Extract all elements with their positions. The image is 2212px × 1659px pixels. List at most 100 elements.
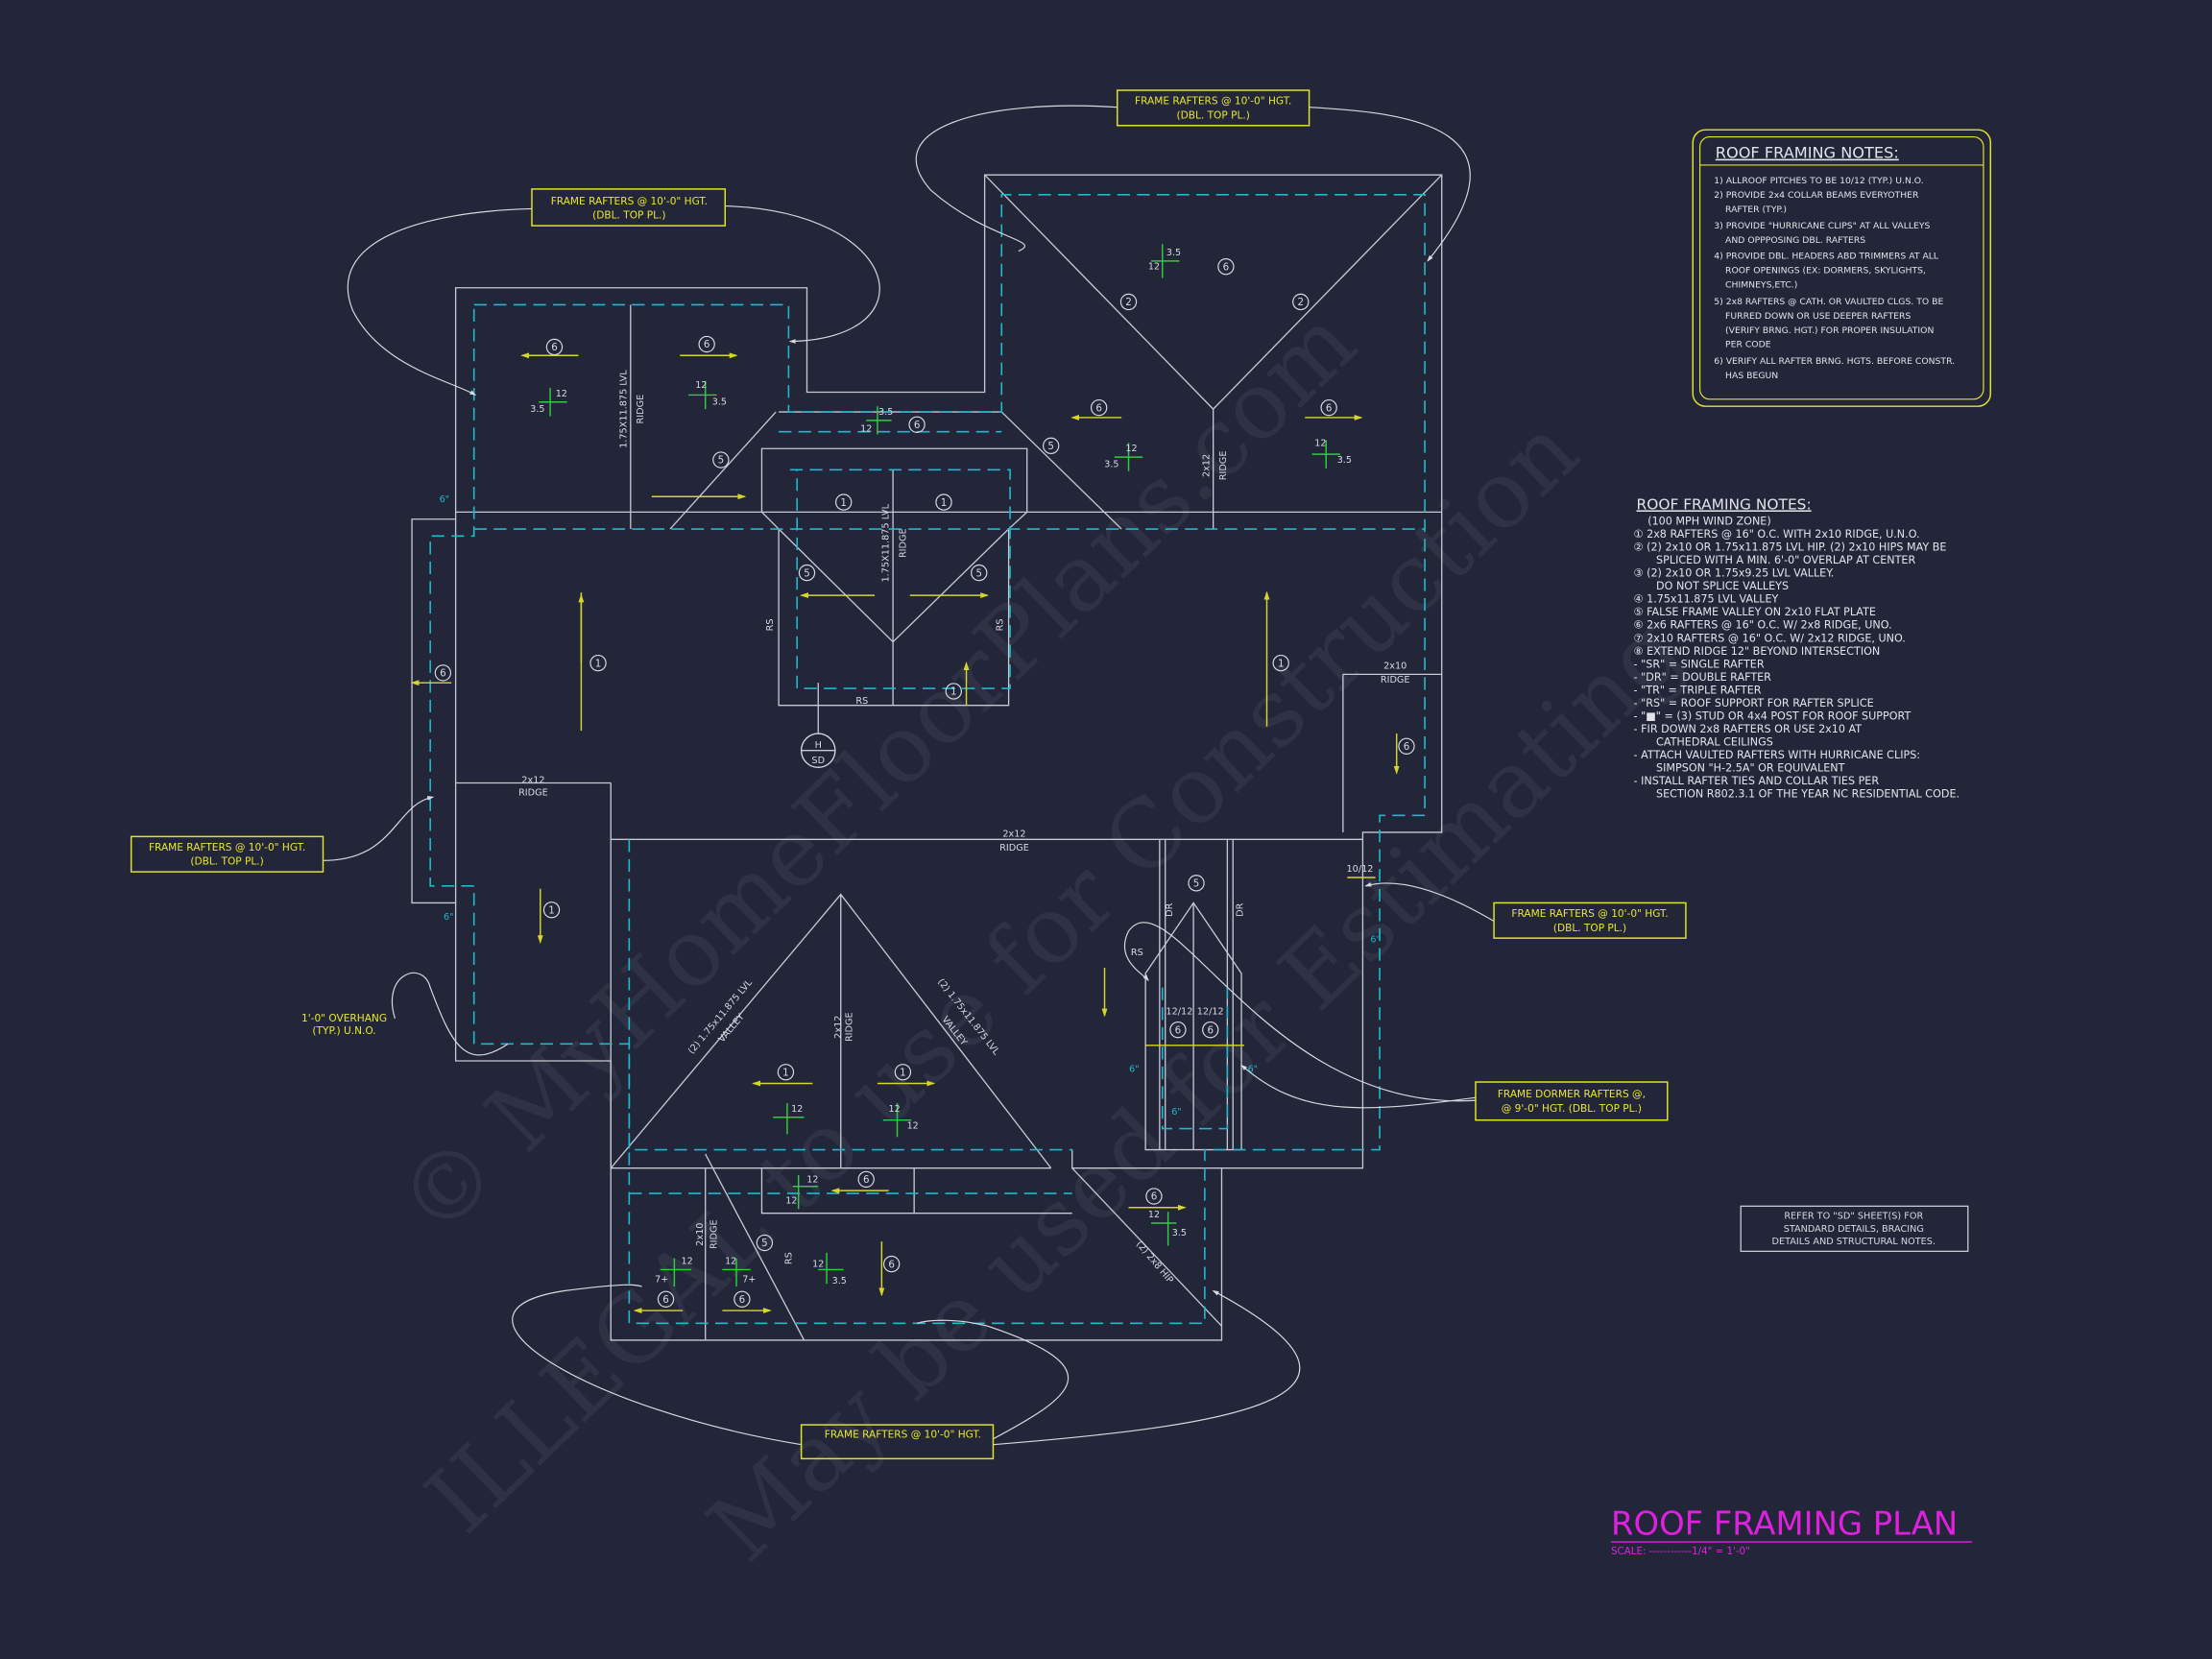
svg-text:12: 12 <box>1125 444 1137 454</box>
overhang-dim: 6" <box>1248 1065 1258 1075</box>
notes-box-line: RAFTER (TYP.) <box>1725 204 1787 215</box>
note-markers: 6 6 5 1 1 5 5 1 6 6 1 2 2 6 6 6 5 1 6 1 … <box>434 258 1415 1308</box>
note-marker-6: 6 <box>908 416 926 433</box>
pitch-label: 12/12 <box>1197 1006 1224 1017</box>
rafter-arrows <box>410 352 1400 1313</box>
overhang-dim: 6" <box>440 494 449 505</box>
ridge-label: RIDGE <box>845 1012 855 1042</box>
svg-text:12: 12 <box>889 1104 901 1115</box>
svg-text:6: 6 <box>914 420 921 431</box>
roof-framing-notes-box: ROOF FRAMING NOTES: 1) ALLROOF PITCHES T… <box>1692 129 1992 407</box>
svg-text:12: 12 <box>785 1195 797 1206</box>
notes-list-line: ⑥ 2x6 RAFTERS @ 16" O.C. W/ 2x8 RIDGE, U… <box>1634 619 1892 632</box>
notes-list-line: ④ 1.75x11.875 LVL VALLEY <box>1634 593 1779 606</box>
svg-text:5: 5 <box>975 567 982 579</box>
pitch-symbol: 123.5 <box>1148 244 1181 278</box>
note-marker-5: 5 <box>1188 875 1205 892</box>
watermark: © MyHomeFloorPlans.com ILLEGAL to use fo… <box>377 287 1703 1581</box>
ridge-size-label: 2x12 <box>1002 829 1025 839</box>
pitch-symbol: 123.5 <box>860 406 893 435</box>
pitch-symbol: 123.5 <box>812 1252 847 1286</box>
callout-text: FRAME RAFTERS @ 10'-0" HGT. <box>1511 908 1668 920</box>
note-marker-1: 1 <box>589 654 607 672</box>
callout-text: (DBL. TOP PL.) <box>592 210 665 222</box>
notes-list-line: SIMPSON "H-2.5A" OR EQUIVALENT <box>1656 761 1845 774</box>
ridge-label: RIDGE <box>1218 451 1229 481</box>
ridge-size-label: 2x12 <box>521 776 544 786</box>
callout-text: (DBL. TOP PL.) <box>190 856 263 868</box>
section-marker[interactable]: H SD <box>800 683 836 769</box>
svg-text:6: 6 <box>1326 402 1333 414</box>
roof-framing-notes-list: ROOF FRAMING NOTES: (100 MPH WIND ZONE)①… <box>1634 495 1960 800</box>
sheet-scale: SCALE: ------------1/4" = 1'-0" <box>1611 1546 1750 1557</box>
plan-labels: 1.75X11.875 LVL RIDGE 1.75X11.875 LVL RI… <box>440 370 1410 1286</box>
callout-text: 1'-0" OVERHANG <box>301 1013 387 1024</box>
callout-text: (DBL. TOP PL.) <box>1177 109 1250 121</box>
svg-text:1: 1 <box>900 1067 906 1078</box>
note-marker-1: 1 <box>777 1064 795 1081</box>
notes-box-line: ROOF OPENINGS (EX: DORMERS, SKYLIGHTS, <box>1725 266 1926 276</box>
pitch-symbol: 123.5 <box>1104 443 1143 471</box>
svg-text:12: 12 <box>556 389 567 399</box>
notes-list-line: ② (2) 2x10 OR 1.75x11.875 LVL HIP. (2) 2… <box>1634 541 1947 554</box>
notes-list-title: ROOF FRAMING NOTES: <box>1636 495 1811 513</box>
notes-list-line: - INSTALL RAFTER TIES AND COLLAR TIES PE… <box>1634 775 1880 787</box>
svg-text:5: 5 <box>1193 878 1200 890</box>
svg-text:1: 1 <box>941 497 948 509</box>
svg-text:6: 6 <box>1095 402 1102 414</box>
svg-text:12: 12 <box>860 424 872 435</box>
notes-list-line: - FIR DOWN 2x8 RAFTERS OR USE 2x10 AT <box>1634 723 1863 735</box>
notes-box-line: 3) PROVIDE "HURRICANE CLIPS" AT ALL VALL… <box>1714 221 1930 231</box>
notes-box-title: ROOF FRAMING NOTES: <box>1716 144 1899 162</box>
svg-text:3.5: 3.5 <box>1104 459 1118 469</box>
refer-note-line: REFER TO "SD" SHEET(S) FOR <box>1784 1212 1923 1222</box>
note-marker-6: 6 <box>545 338 564 356</box>
svg-text:1: 1 <box>548 904 555 916</box>
svg-text:7+: 7+ <box>742 1275 756 1286</box>
ridge-size-label: 2x10 <box>1383 661 1407 671</box>
refer-note-box: REFER TO "SD" SHEET(S) FOR STANDARD DETA… <box>1740 1205 1969 1253</box>
callout-top-center: FRAME RAFTERS @ 10'-0" HGT. (DBL. TOP PL… <box>1117 89 1310 127</box>
rs-label: RS <box>765 618 776 631</box>
note-marker-5: 5 <box>971 564 988 582</box>
svg-text:2: 2 <box>1125 297 1132 308</box>
pitch-label: 10/12 <box>1347 864 1374 875</box>
ridge-label: RIDGE <box>518 788 548 799</box>
notes-list-line: ⑦ 2x10 RAFTERS @ 16" O.C. W/ 2x12 RIDGE,… <box>1634 632 1906 644</box>
note-marker-6: 6 <box>857 1170 875 1189</box>
callout-text: (DBL. TOP PL.) <box>1553 923 1626 934</box>
note-marker-6: 6 <box>1145 1188 1163 1205</box>
notes-list-line: - "TR" = TRIPLE RAFTER <box>1634 684 1762 696</box>
ridge-label: RIDGE <box>999 843 1029 854</box>
ridge-size-label: 1.75X11.875 LVL <box>618 370 629 448</box>
note-marker-6: 6 <box>1169 1021 1187 1039</box>
svg-text:12: 12 <box>812 1260 824 1270</box>
callout-dormer: FRAME DORMER RAFTERS @, @ 9'-0" HGT. (DB… <box>1475 1081 1669 1121</box>
svg-text:1: 1 <box>782 1067 789 1078</box>
svg-text:7+: 7+ <box>655 1275 668 1286</box>
ridge-size-label: 1.75X11.875 LVL <box>881 503 892 582</box>
ridge-size-label: 2x12 <box>1201 454 1212 477</box>
notes-list-line: ⑤ FALSE FRAME VALLEY ON 2x10 FLAT PLATE <box>1634 606 1876 618</box>
note-marker-5: 5 <box>1043 437 1060 454</box>
callout-text: FRAME DORMER RAFTERS @, <box>1498 1089 1646 1100</box>
svg-text:6: 6 <box>1175 1024 1182 1036</box>
notes-list-line: - "DR" = DOUBLE RAFTER <box>1634 671 1772 684</box>
note-marker-6: 6 <box>882 1255 901 1273</box>
pitch-symbol: 12 <box>773 1103 805 1135</box>
callout-bottom: FRAME RAFTERS @ 10'-0" HGT. <box>800 1424 995 1460</box>
note-marker-6: 6 <box>698 335 715 353</box>
callout-text: FRAME RAFTERS @ 10'-0" HGT. <box>825 1429 981 1440</box>
svg-text:5: 5 <box>804 567 810 579</box>
notes-list-line: SECTION R802.3.1 OF THE YEAR NC RESIDENT… <box>1656 787 1960 800</box>
svg-text:6: 6 <box>863 1174 870 1186</box>
note-marker-2: 2 <box>1119 293 1138 311</box>
note-marker-5: 5 <box>756 1234 774 1252</box>
note-marker-1: 1 <box>945 683 962 700</box>
note-marker-1: 1 <box>542 902 561 919</box>
dr-label: DR <box>1236 902 1246 916</box>
section-sheet: SD <box>811 756 825 766</box>
notes-box-line: CHIMNEYS,ETC.) <box>1725 280 1797 291</box>
svg-text:3.5: 3.5 <box>1166 248 1181 258</box>
notes-list-line: (100 MPH WIND ZONE) <box>1647 516 1770 528</box>
